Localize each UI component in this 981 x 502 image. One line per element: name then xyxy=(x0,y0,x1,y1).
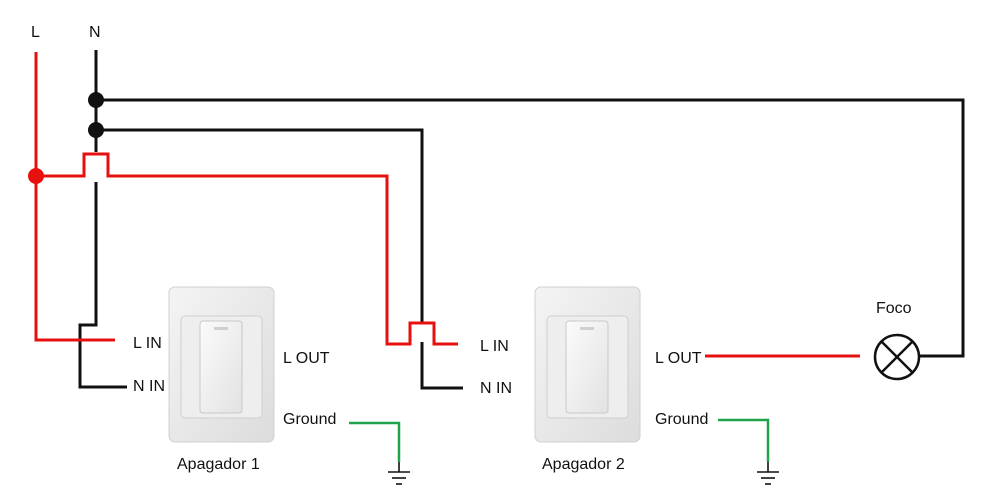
line-junction-dot xyxy=(28,168,44,184)
neutral-trunk-lower xyxy=(78,182,127,389)
neutral-terminal-label: N xyxy=(89,24,101,41)
switch-2 xyxy=(534,286,641,443)
switch1-lin-label: L IN xyxy=(133,335,162,352)
rocker-indicator xyxy=(580,327,594,330)
line-main-wire xyxy=(34,52,115,342)
line-crossover-wire xyxy=(36,152,458,346)
switch1-lout-label: L OUT xyxy=(283,350,330,367)
line-terminal-label: L xyxy=(31,24,40,41)
lamp-label: Foco xyxy=(876,300,912,317)
ground-symbol-icon xyxy=(757,462,779,485)
neutral-junction-dot xyxy=(88,122,104,138)
switch1-caption: Apagador 1 xyxy=(177,456,260,473)
switch-rocker xyxy=(565,320,609,414)
switch-rocker xyxy=(199,320,243,414)
neutral-to-lamp-wire xyxy=(96,98,965,358)
switch1-nin-label: N IN xyxy=(133,378,165,395)
ground-symbol-icon xyxy=(388,462,410,485)
switch-1 xyxy=(168,286,275,443)
switch1-ground-wire xyxy=(349,421,401,462)
switch2-lout-label: L OUT xyxy=(655,350,702,367)
switch1-ground-label: Ground xyxy=(283,411,336,428)
neutral-to-switch2-lower xyxy=(420,342,463,390)
switch2-lin-label: L IN xyxy=(480,338,509,355)
switch2-nin-label: N IN xyxy=(480,380,512,397)
lamp-icon xyxy=(873,333,921,381)
neutral-to-switch2-wire xyxy=(96,128,424,322)
switch2-ground-wire xyxy=(718,418,770,462)
switch2-ground-label: Ground xyxy=(655,411,708,428)
neutral-junction-dot xyxy=(88,92,104,108)
rocker-indicator xyxy=(214,327,228,330)
switch2-caption: Apagador 2 xyxy=(542,456,625,473)
